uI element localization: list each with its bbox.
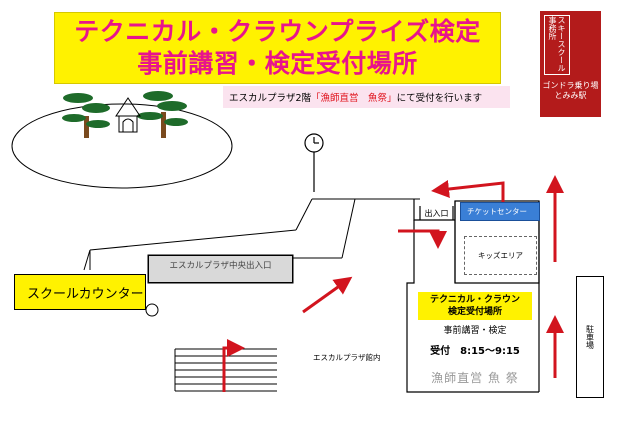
venue-title-line-1: テクニカル・クラウン bbox=[429, 295, 520, 305]
school-counter: スクールカウンター bbox=[14, 274, 146, 310]
venue-title: テクニカル・クラウン 検定受付場所 bbox=[418, 292, 532, 320]
notice-highlight: 「漁師直営 魚祭」 bbox=[311, 93, 397, 104]
pine-tree-right-icon bbox=[137, 91, 188, 138]
notice-suffix: にて受付を行います bbox=[396, 93, 483, 104]
clock-icon bbox=[304, 133, 324, 192]
stairs-lines bbox=[174, 348, 277, 392]
page-title: テクニカル・クラウンプライズ検定 事前講習・検定受付場所 bbox=[54, 12, 501, 84]
reception-notice: エスカルプラザ2階 「漁師直営 魚祭」 にて受付を行います bbox=[223, 86, 510, 108]
parking-lot: 駐車場 bbox=[576, 276, 604, 398]
building-outline bbox=[406, 199, 540, 393]
office-label: スキースクール事務所 bbox=[544, 15, 570, 75]
venue-title-line-2: 検定受付場所 bbox=[447, 307, 502, 317]
central-entrance-label: エスカルプラザ中央出入口 bbox=[148, 255, 293, 283]
title-line-1: テクニカル・クラウンプライズ検定 bbox=[74, 17, 481, 46]
route-arrows bbox=[222, 175, 564, 392]
diagonal-arrow bbox=[302, 276, 353, 314]
ski-school-office: スキースクール事務所 ゴンドラ乗り場 とみみ駅 bbox=[540, 11, 601, 117]
ticket-center: チケットセンター bbox=[460, 202, 540, 221]
reception-time: 受付 8:15〜9:15 bbox=[430, 346, 520, 357]
restaurant-sign: 漁師直営 魚 祭 bbox=[431, 371, 519, 385]
gondola-text: ゴンドラ乗り場 bbox=[542, 81, 599, 90]
pond-ellipse bbox=[11, 103, 233, 189]
pillar-circle bbox=[145, 303, 159, 317]
entrance-arrow bbox=[398, 229, 447, 249]
plaza-inside-label: エスカルプラザ館内 bbox=[313, 353, 381, 362]
shrine-icon bbox=[115, 97, 141, 133]
venue-subtitle: 事前講習・検定 bbox=[443, 326, 507, 336]
title-line-2: 事前講習・検定受付場所 bbox=[137, 49, 418, 78]
top-return-arrow bbox=[431, 180, 505, 204]
station-text: とみみ駅 bbox=[554, 91, 587, 100]
stairs-arrow bbox=[222, 339, 245, 392]
walkway-lines bbox=[83, 198, 420, 271]
pine-tree-left-icon bbox=[62, 93, 110, 138]
kids-area: キッズエリア bbox=[464, 236, 537, 275]
notice-prefix: エスカルプラザ2階 bbox=[229, 93, 312, 104]
exit-entrance-label: 出入口 bbox=[424, 208, 449, 218]
gondola-label: ゴンドラ乗り場 とみみ駅 bbox=[540, 81, 601, 101]
